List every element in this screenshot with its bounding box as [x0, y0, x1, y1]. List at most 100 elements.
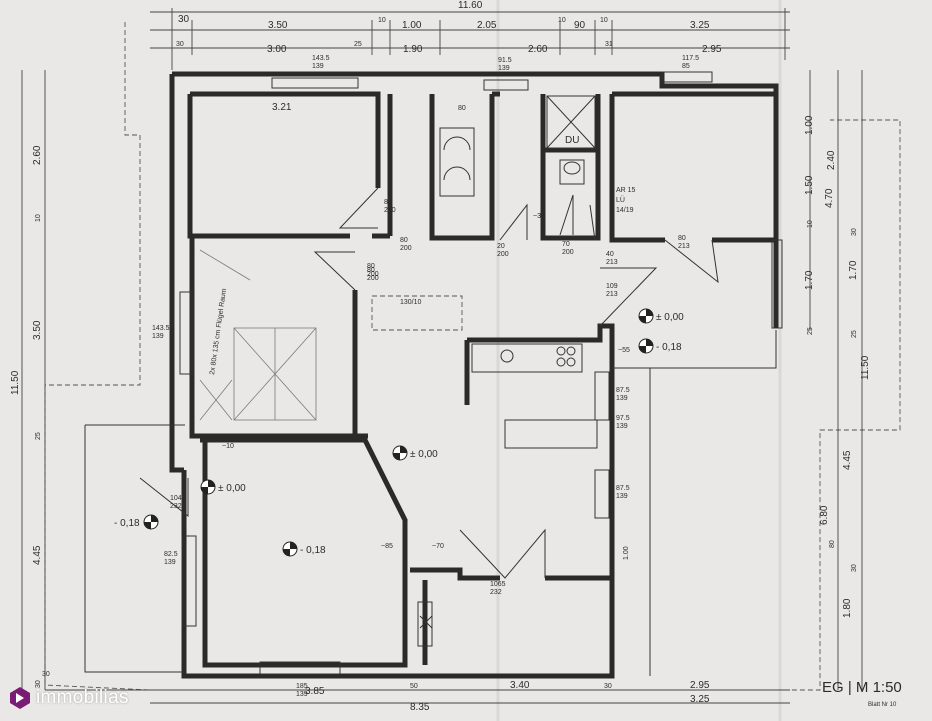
watermark-logo: immobilias	[8, 684, 129, 712]
door-label: ~85	[381, 543, 393, 550]
level-marker: ± 0,00	[200, 479, 246, 495]
svg-text:- 0,18: - 0,18	[300, 545, 326, 556]
dim-label: 30	[604, 683, 612, 690]
dim-label: 2.05	[477, 20, 497, 31]
windows	[179, 71, 783, 675]
dim-label: 2.95	[702, 44, 722, 55]
dim-label: 2.60	[32, 145, 43, 165]
left-dimensions: 11.50 2.60 10 3.50 25 4.45 30	[10, 70, 46, 690]
dim-label: 4.45	[32, 545, 43, 565]
dim-label: 4.45	[842, 450, 853, 470]
dim-label: 10	[558, 17, 566, 24]
dim-label: 80	[829, 540, 836, 548]
level-markers: ± 0,00 - 0,18 ± 0,00 ± 0,00 - 0,18 - 0,1…	[114, 308, 684, 557]
shower-label: DU	[565, 135, 579, 146]
misc-labels: ~10 ~55 1.00	[222, 347, 630, 560]
dim-label: 4.70	[824, 188, 835, 208]
level-marker: - 0,18	[282, 541, 326, 557]
dim-label: 1.90	[403, 44, 423, 55]
dim-label: 2.60	[528, 44, 548, 55]
dim-label: 1.00	[402, 20, 422, 31]
vent-label: 14/19	[616, 207, 634, 214]
level-marker: - 0,18	[114, 514, 159, 530]
dim-label: 2.40	[826, 150, 837, 170]
dim-label: 30	[851, 228, 858, 236]
top-dimensions: 11.60 30 3.50 10 1.00 2.05 10 90 10 3.25…	[150, 0, 790, 70]
dim-label: 2.95	[690, 680, 710, 691]
dim-label: 11.50	[860, 355, 871, 380]
dim-label: 1.00	[804, 115, 815, 135]
dim-label: 25	[354, 41, 362, 48]
opening-label: 130/10	[400, 299, 422, 306]
scale-label: EG | M 1:50	[822, 679, 902, 696]
right-dimensions: 1.00 1.50 10 1.70 25 2.40 4.70 30 1.70 2…	[804, 70, 871, 690]
walls	[84, 71, 779, 679]
sheet-note: Blatt Nr 10	[868, 702, 897, 708]
dim-label: 1.70	[848, 260, 859, 280]
misc-label: 1.00	[623, 546, 630, 560]
dim-overall-top: 11.60	[458, 0, 483, 11]
dim-label: 30	[178, 14, 190, 25]
dim-label: 8.35	[410, 702, 430, 713]
svg-text:- 0,18: - 0,18	[656, 342, 682, 353]
dim-label: 3.50	[32, 320, 43, 340]
dim-label: 6.80	[819, 505, 830, 525]
dim-label: 3.25	[690, 20, 710, 31]
level-marker: - 0,18	[638, 338, 682, 354]
fixtures	[371, 95, 598, 647]
dim-label: 10	[378, 17, 386, 24]
dim-label: 3.50	[268, 20, 288, 31]
svg-text:- 0,18: - 0,18	[114, 518, 140, 529]
room-dim-label: 3.21	[272, 102, 292, 113]
dim-label: 3.40	[510, 680, 530, 691]
door-label: ~30	[533, 213, 545, 220]
dim-label: 30	[35, 680, 42, 688]
pencil-note: 2x 80x 135 cm Flügel Raum	[209, 288, 228, 375]
dim-label: 30	[42, 671, 50, 678]
dim-label: 10	[600, 17, 608, 24]
dim-label: 10	[807, 220, 814, 228]
dim-label: 90	[574, 20, 586, 31]
site-outline	[44, 22, 901, 691]
pencil-sketch	[199, 249, 317, 421]
storage-label: AR 15	[616, 187, 636, 194]
dim-label: 1.80	[842, 598, 853, 618]
dim-label: 25	[851, 330, 858, 338]
dim-label: 10	[35, 214, 42, 222]
level-marker: ± 0,00	[638, 308, 684, 324]
watermark-text: immobilias	[36, 687, 129, 708]
door-swings	[139, 187, 719, 579]
dim-label: 1.50	[804, 175, 815, 195]
dim-label: 3.25	[690, 694, 710, 705]
dim-label: 25	[807, 327, 814, 335]
level-marker: ± 0,00	[392, 445, 438, 461]
dim-label: 3.00	[267, 44, 287, 55]
misc-label: ~55	[618, 347, 630, 354]
dim-label: 30	[176, 41, 184, 48]
door-label: ~70	[432, 543, 444, 550]
vent-label: LÜ	[616, 196, 625, 204]
dim-overall-left: 11.50	[10, 370, 21, 395]
svg-text:± 0,00: ± 0,00	[410, 449, 438, 460]
